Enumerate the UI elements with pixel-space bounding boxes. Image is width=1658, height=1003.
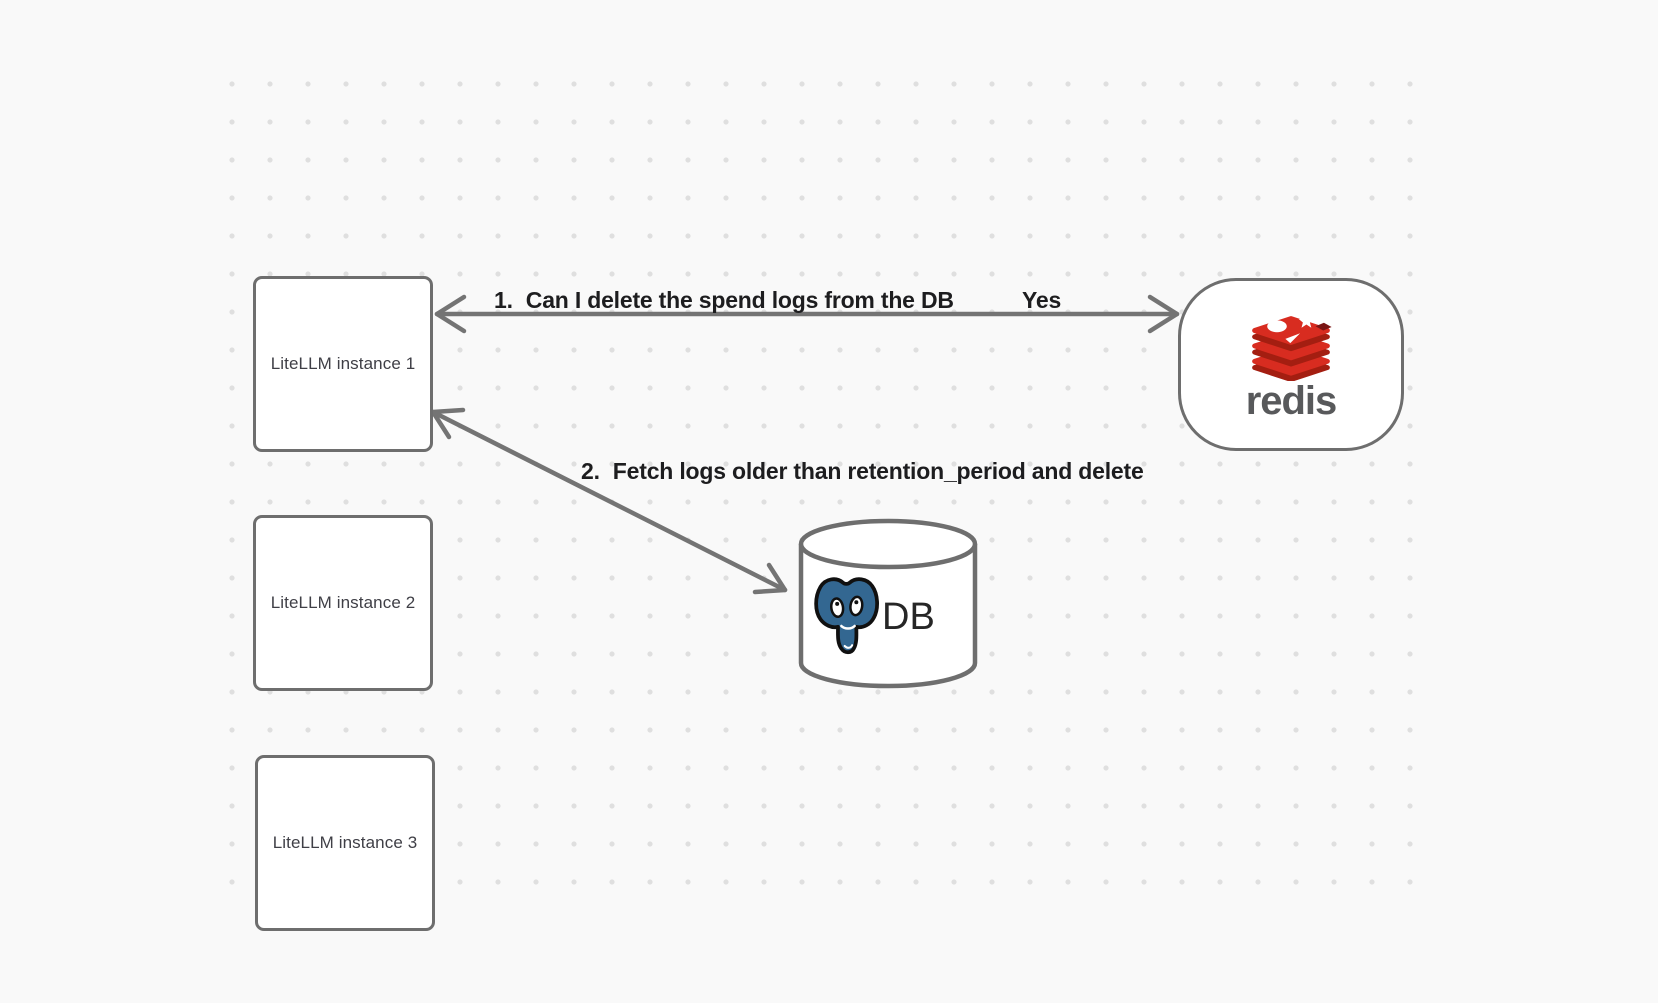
db-label: DB bbox=[882, 595, 935, 638]
node-redis[interactable]: redis bbox=[1178, 278, 1404, 451]
node-litellm-instance-3[interactable]: LiteLLM instance 3 bbox=[255, 755, 435, 931]
node-litellm-instance-2[interactable]: LiteLLM instance 2 bbox=[253, 515, 433, 691]
edge2-number: 2. bbox=[581, 458, 600, 484]
edge1-text: Can I delete the spend logs from the DB bbox=[525, 287, 954, 313]
redis-wordmark: redis bbox=[1245, 379, 1338, 423]
edge1-label: 1. Can I delete the spend logs from the D… bbox=[494, 287, 954, 314]
node-label: LiteLLM instance 3 bbox=[272, 833, 418, 852]
node-db[interactable]: DB bbox=[797, 518, 979, 690]
edge2-text: Fetch logs older than retention_period a… bbox=[612, 458, 1144, 484]
edge1-answer: Yes bbox=[1022, 287, 1062, 313]
node-label: LiteLLM instance 2 bbox=[270, 593, 416, 612]
redis-stack-logo-icon bbox=[1252, 315, 1332, 381]
node-label: LiteLLM instance 1 bbox=[270, 354, 416, 373]
arrow-litellm-db[interactable] bbox=[430, 407, 788, 595]
postgresql-elephant-logo-icon bbox=[814, 577, 879, 655]
edge1-number: 1. bbox=[494, 287, 513, 313]
node-litellm-instance-1[interactable]: LiteLLM instance 1 bbox=[253, 276, 433, 452]
arrow-litellm-redis[interactable] bbox=[434, 294, 1180, 334]
edge2-label: 2. Fetch logs older than retention_period… bbox=[581, 458, 1144, 485]
